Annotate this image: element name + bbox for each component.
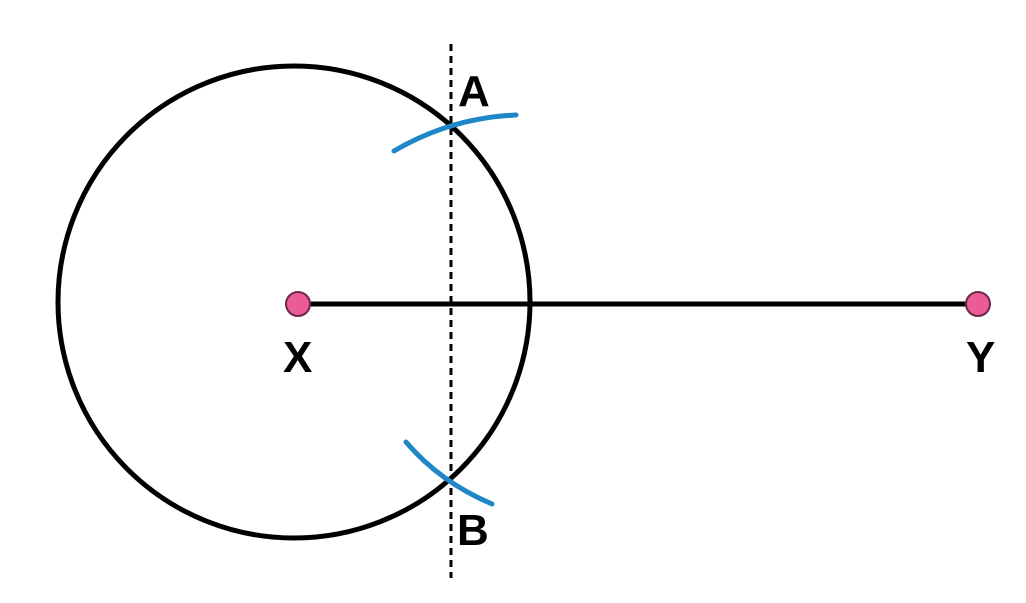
label-point-a: A [458, 67, 490, 116]
arc-near-a [391, 112, 519, 154]
label-point-b: B [457, 506, 489, 555]
point-y-marker [965, 291, 991, 317]
arc-near-b [403, 439, 495, 507]
point-x-marker [285, 291, 311, 317]
label-point-y: Y [966, 333, 995, 382]
label-point-x: X [283, 333, 312, 382]
